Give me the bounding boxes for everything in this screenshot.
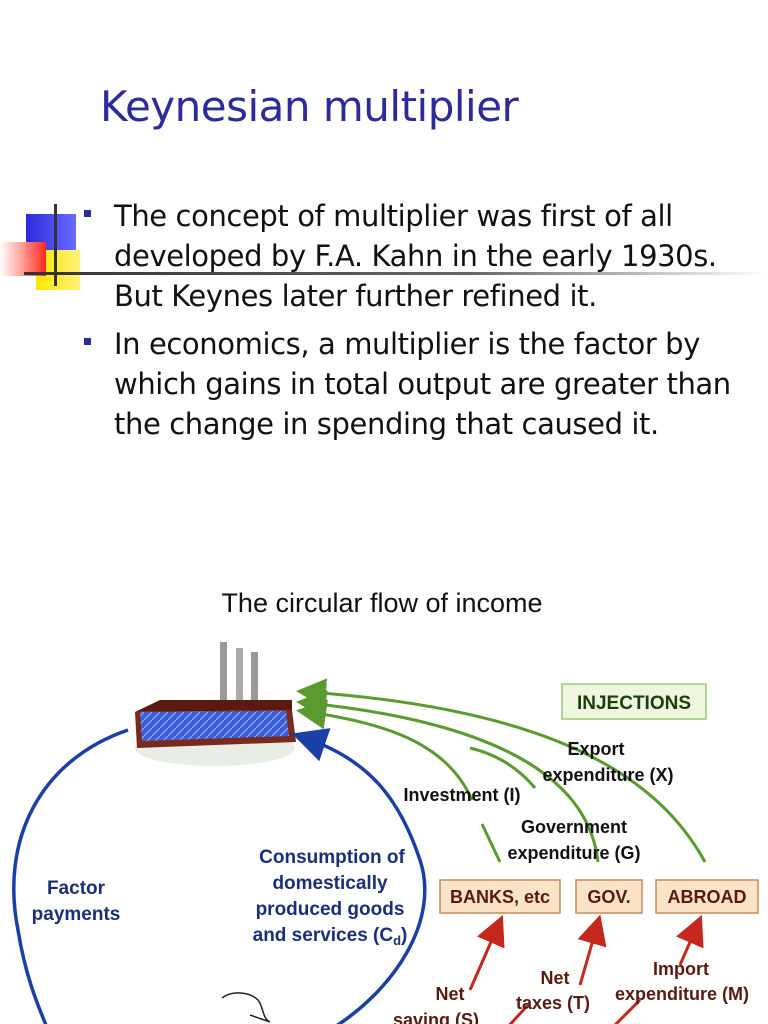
consumption-flow <box>291 728 427 1024</box>
injections-box <box>561 683 707 720</box>
abroad-box <box>655 879 759 914</box>
government-arrow-tail <box>480 823 502 863</box>
import-line1: Import <box>653 959 709 979</box>
investment-arrow <box>296 699 474 801</box>
abroad-label: ABROAD <box>668 887 747 907</box>
consumption-line4-text: and services (C <box>253 925 394 946</box>
bullet-marker <box>84 338 91 345</box>
factor-payments-flow <box>12 728 129 1024</box>
net-taxes-line1: Net <box>540 968 569 988</box>
export-arrow <box>296 678 707 863</box>
government-label-line1: Government <box>521 817 627 837</box>
bullet-text: The concept of multiplier was first of a… <box>114 199 717 313</box>
deco-red-square <box>0 242 46 276</box>
net-saving-line2: saving (S) <box>393 1010 479 1024</box>
decorative-squares <box>0 204 768 290</box>
consumption-subscript: d <box>393 933 401 948</box>
consumption-line4: and services (Cd) <box>253 925 408 948</box>
deco-vertical-line <box>54 204 57 286</box>
consumption-close-paren: ) <box>401 925 407 946</box>
circular-flow-diagram: The circular flow of income INJECTIONS E… <box>12 588 759 1024</box>
injections-label: INJECTIONS <box>577 693 691 714</box>
export-label-line2: expenditure (X) <box>542 765 673 785</box>
taxes-arrow <box>577 914 607 986</box>
import-arrow <box>676 914 704 966</box>
consumption-line2: domestically <box>272 873 388 894</box>
gov-box <box>575 879 643 914</box>
factor-payments-line2: payments <box>32 904 121 925</box>
net-saving-line1: Net <box>435 984 464 1004</box>
government-label-line2: expenditure (G) <box>507 843 640 863</box>
diagram-title: The circular flow of income <box>221 588 542 618</box>
government-arrow <box>296 689 600 863</box>
banks-box <box>439 879 561 914</box>
import-arrow-lower <box>613 998 642 1024</box>
net-taxes-line2: taxes (T) <box>516 993 590 1013</box>
bullet-item: In economics, a multiplier is the factor… <box>84 324 754 444</box>
bullet-list: The concept of multiplier was first of a… <box>84 196 754 452</box>
slide-title: Keynesian multiplier <box>100 82 519 131</box>
investment-label: Investment (I) <box>403 785 520 805</box>
import-line2: expenditure (M) <box>615 984 749 1004</box>
hand-sketch-icon <box>221 992 271 1023</box>
consumption-line1: Consumption of <box>259 847 405 868</box>
saving-arrow-lower <box>508 1003 530 1024</box>
bullet-text: In economics, a multiplier is the factor… <box>114 327 731 441</box>
factor-payments-line1: Factor <box>47 878 106 899</box>
saving-arrow <box>468 915 505 991</box>
consumption-line3: produced goods <box>256 899 405 920</box>
export-label-line1: Export <box>567 739 624 759</box>
export-arrow-tail <box>469 746 537 789</box>
deco-horizontal-line <box>24 272 768 275</box>
factory-icon <box>135 642 296 766</box>
gov-label: GOV. <box>587 887 630 907</box>
bullet-marker <box>84 210 91 217</box>
banks-label: BANKS, etc <box>450 887 550 907</box>
bullet-item: The concept of multiplier was first of a… <box>84 196 754 316</box>
